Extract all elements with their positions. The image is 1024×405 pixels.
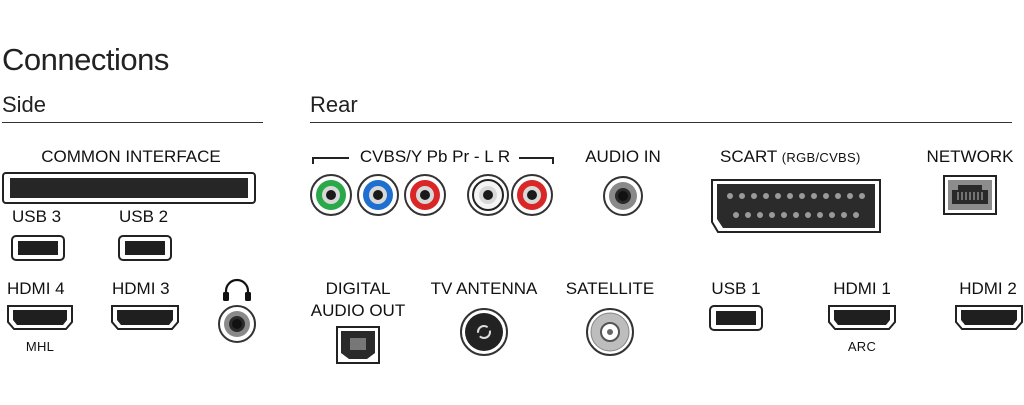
hdmi3-port-icon — [111, 305, 179, 330]
scart-port-icon — [711, 179, 881, 233]
section-side-title: Side — [2, 92, 47, 117]
rca-white-jack-icon — [467, 174, 509, 216]
network-label: NETWORK — [926, 147, 1014, 166]
usb2-label: USB 2 — [119, 207, 169, 226]
usb1-label: USB 1 — [711, 279, 761, 298]
side-divider — [2, 122, 263, 123]
section-rear-title: Rear — [310, 92, 358, 117]
cvbs-bracket — [312, 157, 554, 164]
satellite-label: SATELLITE — [565, 279, 655, 298]
hdmi4-label: HDMI 4 — [7, 279, 65, 298]
usb2-port-icon — [118, 235, 172, 261]
hdmi1-label: HDMI 1 — [833, 279, 891, 298]
cvbs-group-label: CVBS/Y Pb Pr - L R — [359, 147, 511, 166]
hdmi1-port-icon — [828, 305, 896, 330]
page-title: Connections — [2, 42, 169, 77]
rca-red-r-jack-icon — [511, 174, 553, 216]
hdmi1-sub-label: ARC — [847, 339, 877, 354]
usb1-port-icon — [709, 305, 763, 331]
hdmi2-label: HDMI 2 — [959, 279, 1017, 298]
tv-antenna-port-icon — [460, 308, 508, 356]
scart-label: SCART (RGB/CVBS) — [720, 147, 861, 167]
satellite-port-icon — [586, 308, 634, 356]
digital-audio-out-label-line2: AUDIO OUT — [310, 301, 406, 320]
rear-divider — [310, 122, 1012, 123]
hdmi4-port-icon — [7, 305, 73, 330]
audio-in-label: AUDIO IN — [585, 147, 661, 166]
audio-in-jack-icon — [603, 176, 643, 216]
rca-blue-jack-icon — [357, 174, 399, 216]
rca-red-pr-jack-icon — [404, 174, 446, 216]
hdmi3-label: HDMI 3 — [112, 279, 170, 298]
hdmi4-sub-label: MHL — [25, 339, 55, 354]
scart-main-label: SCART — [720, 147, 778, 166]
tv-antenna-label: TV ANTENNA — [430, 279, 538, 298]
headphone-jack-icon — [218, 305, 256, 343]
headphones-icon — [223, 278, 251, 301]
digital-audio-out-label-line1: DIGITAL — [325, 279, 391, 298]
hdmi2-port-icon — [955, 305, 1023, 330]
usb3-label: USB 3 — [12, 207, 62, 226]
usb3-port-icon — [11, 235, 65, 261]
scart-sub-label: (RGB/CVBS) — [781, 150, 861, 165]
rca-green-jack-icon — [310, 174, 352, 216]
network-port-icon — [943, 175, 997, 215]
optical-audio-port-icon — [336, 326, 380, 364]
common-interface-slot-icon — [2, 172, 256, 204]
common-interface-label: COMMON INTERFACE — [41, 147, 221, 166]
